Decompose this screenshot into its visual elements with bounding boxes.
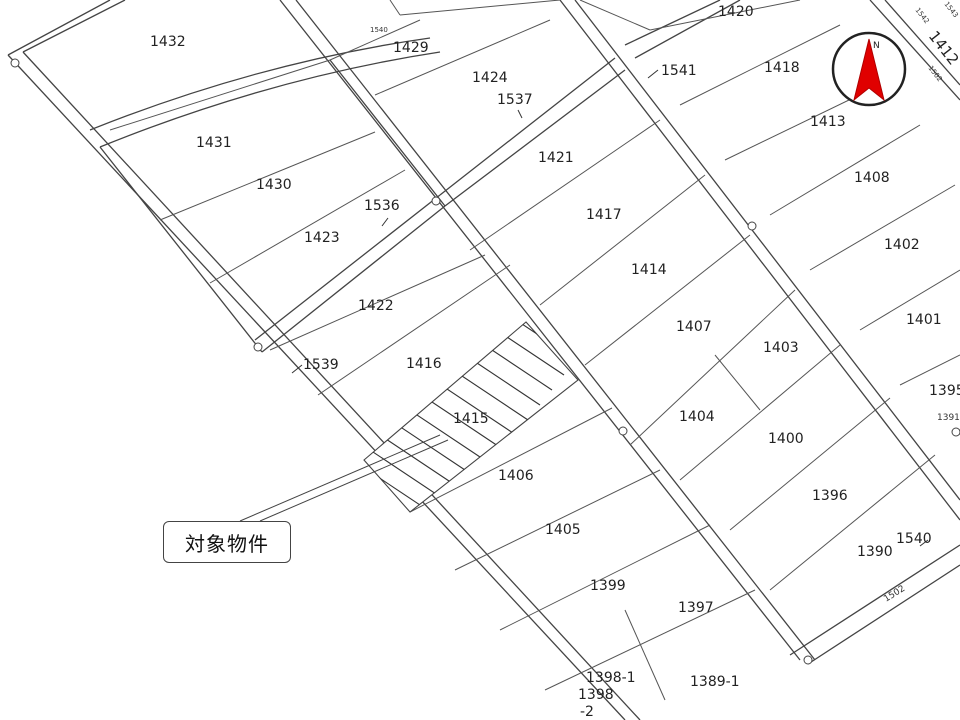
plot-labels: 1432 1429 1424 1420 1418 1413 1431 1430 …: [150, 4, 960, 720]
plot-1389-1: 1389-1: [690, 674, 740, 690]
plot-1407: 1407: [676, 319, 712, 335]
plot-1400: 1400: [768, 431, 804, 447]
plot-1418: 1418: [764, 60, 800, 76]
plot-1413: 1413: [810, 114, 846, 130]
survey-marker-3: [253, 342, 263, 352]
plot-1401: 1401: [906, 312, 942, 328]
road-1541: 1541: [661, 63, 697, 79]
survey-marker-1: [10, 58, 20, 68]
survey-marker-6: [803, 655, 813, 665]
plot-1421: 1421: [538, 150, 574, 166]
survey-marker-5: [618, 426, 628, 436]
plot-1429: 1429: [393, 40, 429, 56]
target-parcel-1415[interactable]: [320, 250, 600, 540]
plot-1403: 1403: [763, 340, 799, 356]
plot-1430: 1430: [256, 177, 292, 193]
plot-1405: 1405: [545, 522, 581, 538]
road-1540-small: 1540: [370, 26, 388, 34]
plot-1391: 1391: [937, 413, 960, 423]
plot-1414: 1414: [631, 262, 667, 278]
plot-1397: 1397: [678, 600, 714, 616]
plot-1422: 1422: [358, 298, 394, 314]
plot-1431: 1431: [196, 135, 232, 151]
survey-marker-7: [951, 427, 960, 437]
road-1539: 1539: [303, 357, 339, 373]
road-1536: 1536: [364, 198, 400, 214]
survey-marker-2: [431, 196, 441, 206]
target-property-callout: 対象物件: [163, 521, 291, 563]
plot-1423: 1423: [304, 230, 340, 246]
road-lines: [7, 0, 960, 720]
plot-1417: 1417: [586, 207, 622, 223]
plot-1408: 1408: [854, 170, 890, 186]
plot-1420: 1420: [718, 4, 754, 20]
plot-1398-1: 1398-1: [586, 670, 636, 686]
plot-1399: 1399: [590, 578, 626, 594]
road-1543: 1543: [942, 0, 959, 19]
road-1540: 1540: [896, 531, 932, 547]
north-arrow-compass: N: [831, 31, 907, 107]
callout-leader: [239, 434, 449, 522]
plot-1395: 1395: [929, 383, 960, 399]
plot-1396: 1396: [812, 488, 848, 504]
plot-1432: 1432: [150, 34, 186, 50]
road-1542: 1542: [913, 6, 930, 25]
plot-1424: 1424: [472, 70, 508, 86]
plot-1406: 1406: [498, 468, 534, 484]
plot-1404: 1404: [679, 409, 715, 425]
road-arrows: [291, 69, 929, 547]
compass-needle-icon: [853, 38, 885, 102]
plot-1390: 1390: [857, 544, 893, 560]
survey-markers: [10, 58, 960, 665]
plot-1415: 1415: [453, 411, 489, 427]
survey-marker-4: [747, 221, 757, 231]
plot-1398: 1398: [578, 687, 614, 703]
plot-1398-2: -2: [580, 704, 594, 720]
callout-label: 対象物件: [185, 531, 269, 556]
plot-1416: 1416: [406, 356, 442, 372]
compass-north-label: N: [873, 41, 880, 51]
road-1537: 1537: [497, 92, 533, 108]
road-1412: 1412: [925, 27, 960, 68]
road-1502-small: 1502: [926, 64, 943, 83]
plot-1402: 1402: [884, 237, 920, 253]
